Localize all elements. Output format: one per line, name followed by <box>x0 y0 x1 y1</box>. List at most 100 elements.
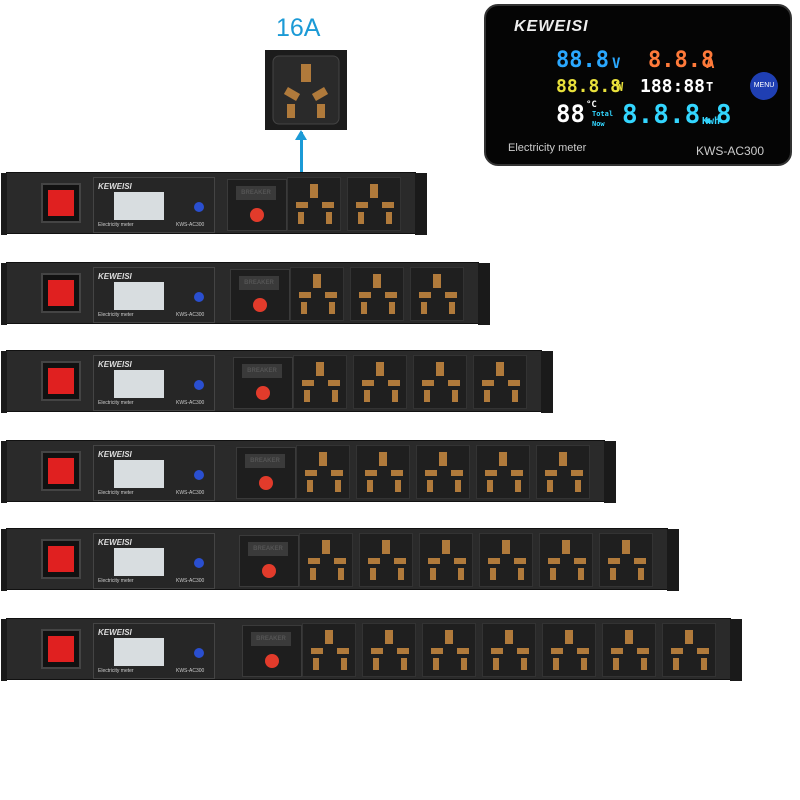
rocker-icon <box>48 190 74 216</box>
socket-pin <box>401 658 407 670</box>
pdu-brand: KEWEISI <box>98 450 132 459</box>
socket-pin <box>671 648 683 654</box>
temp-unit: °C <box>586 100 597 110</box>
breaker-reset-button[interactable] <box>253 298 267 312</box>
socket-pin <box>673 658 679 670</box>
pdu-model: KWS-AC300 <box>176 400 205 406</box>
outlet-socket <box>296 445 350 499</box>
outlet-socket <box>302 623 356 677</box>
mount-ear-right <box>478 263 490 325</box>
power-switch[interactable] <box>41 539 81 579</box>
socket-pin <box>322 202 334 208</box>
socket-pin <box>388 380 400 386</box>
socket-pin <box>484 390 490 402</box>
menu-button[interactable]: MENU <box>750 72 778 100</box>
outlet-socket <box>482 623 536 677</box>
socket-pin <box>521 658 527 670</box>
temp-value: 88 <box>556 100 585 128</box>
outlet-socket <box>422 623 476 677</box>
power-switch[interactable] <box>41 361 81 401</box>
outlet-socket <box>473 355 527 409</box>
socket-pin <box>638 568 644 580</box>
now-label: Now <box>592 120 605 128</box>
socket-pin <box>302 380 314 386</box>
total-label: Total <box>592 110 614 118</box>
socket-pin <box>551 648 563 654</box>
socket-pin <box>517 648 529 654</box>
time-value: 188:88 <box>640 76 706 97</box>
breaker-reset-button[interactable] <box>262 564 276 578</box>
socket-pin <box>319 452 327 466</box>
socket-pin <box>515 480 521 492</box>
breaker: BREAKER <box>227 179 287 231</box>
socket-pin <box>395 480 401 492</box>
mount-ear-right <box>415 173 427 235</box>
pdu-brand: KEWEISI <box>98 272 132 281</box>
outlet-socket <box>362 623 416 677</box>
socket-pin <box>331 470 343 476</box>
pdu-menu-button[interactable] <box>194 202 204 212</box>
lcd-screen <box>114 548 164 576</box>
socket-pin <box>461 658 467 670</box>
outlet-socket <box>542 623 596 677</box>
socket-pin <box>611 648 623 654</box>
meter-footer-label: Electricity meter <box>508 142 587 154</box>
power-switch[interactable] <box>41 273 81 313</box>
socket-pin <box>505 630 513 644</box>
pdu-meter-label: Electricity meter <box>98 222 134 228</box>
power-switch[interactable] <box>41 451 81 491</box>
breaker-reset-button[interactable] <box>259 476 273 490</box>
breaker-label: BREAKER <box>239 276 279 290</box>
mount-ear-left <box>1 619 7 681</box>
socket-pin <box>335 480 341 492</box>
rocker-icon <box>48 546 74 572</box>
socket-pin <box>487 480 493 492</box>
power-switch[interactable] <box>41 629 81 669</box>
pdu-model: KWS-AC300 <box>176 578 205 584</box>
socket-pin <box>316 362 324 376</box>
breaker-reset-button[interactable] <box>256 386 270 400</box>
rocker-icon <box>48 458 74 484</box>
outlet-socket <box>293 355 347 409</box>
pdu-menu-button[interactable] <box>194 380 204 390</box>
meter-model: KWS-AC300 <box>696 144 765 158</box>
pdu-menu-button[interactable] <box>194 648 204 658</box>
socket-pin <box>308 558 320 564</box>
lcd-screen <box>114 460 164 488</box>
socket-pin <box>697 648 709 654</box>
mount-ear-left <box>1 529 7 591</box>
voltage-unit: V <box>612 56 621 72</box>
pdu-menu-button[interactable] <box>194 470 204 480</box>
socket-pin <box>448 380 460 386</box>
pdu-brand: KEWEISI <box>98 360 132 369</box>
socket-pin <box>427 480 433 492</box>
power-switch[interactable] <box>41 183 81 223</box>
socket-pin <box>457 648 469 654</box>
outlet-socket <box>350 267 404 321</box>
pdu-menu-button[interactable] <box>194 558 204 568</box>
mount-ear-left <box>1 173 7 235</box>
socket-pin <box>359 292 371 298</box>
outlet-socket <box>539 533 593 587</box>
socket-pin <box>428 558 440 564</box>
socket-pin <box>578 568 584 580</box>
socket-pin <box>389 302 395 314</box>
socket-pin <box>365 470 377 476</box>
pdu-menu-button[interactable] <box>194 292 204 302</box>
socket-pin <box>458 568 464 580</box>
socket-pin <box>548 558 560 564</box>
breaker-reset-button[interactable] <box>265 654 279 668</box>
outlet-socket <box>410 267 464 321</box>
socket-pin <box>334 558 346 564</box>
breaker-reset-button[interactable] <box>250 208 264 222</box>
socket-pin <box>445 292 457 298</box>
socket-pin <box>310 184 318 198</box>
pdu-brand: KEWEISI <box>98 538 132 547</box>
current-value: 8.8.8 <box>648 48 715 73</box>
socket-pin <box>575 480 581 492</box>
socket-pin <box>310 568 316 580</box>
